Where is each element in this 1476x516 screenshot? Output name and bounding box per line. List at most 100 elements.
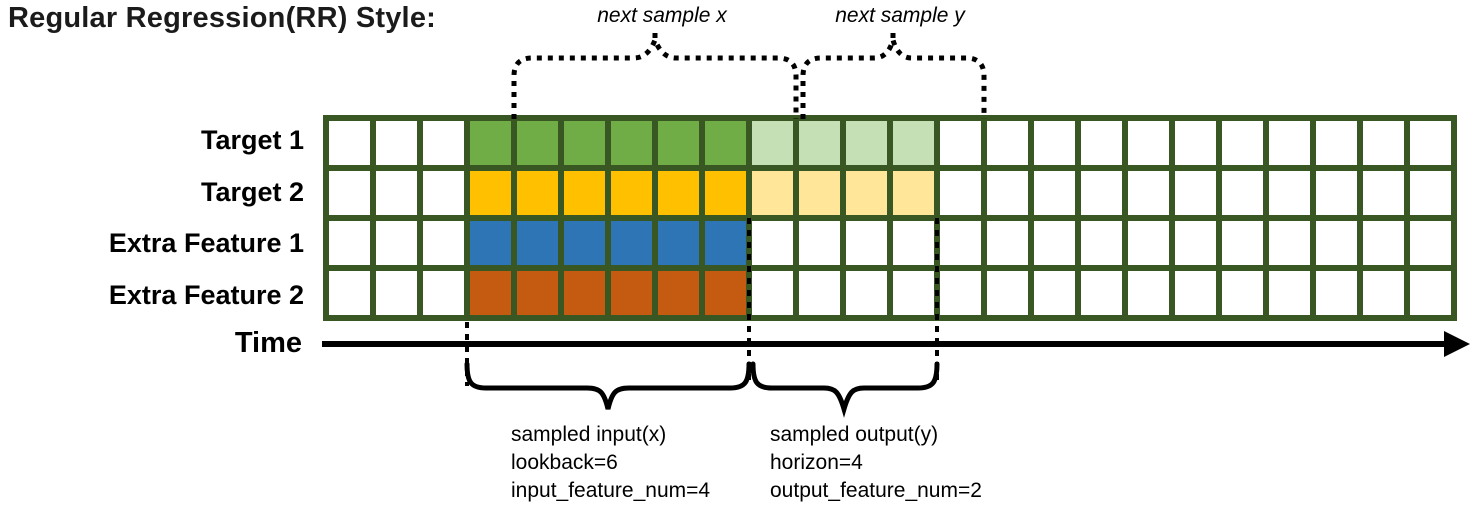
sampled-input-brace	[464, 361, 752, 410]
sampled-input-caption-line3: input_feature_num=4	[511, 479, 711, 502]
grid-cell	[517, 221, 558, 265]
grid-cell	[1269, 221, 1310, 265]
grid-cell	[987, 171, 1028, 215]
grid-cell	[1034, 221, 1075, 265]
next-sample-y-brace	[800, 27, 987, 119]
row-label-target-2: Target 2	[200, 176, 304, 207]
grid-cell	[752, 171, 793, 215]
next-sample-x-label: next sample x	[597, 4, 727, 27]
sampled-output-caption-line1: sampled output(y)	[770, 423, 939, 446]
grid-cell	[376, 171, 417, 215]
sampled-input-caption-line1: sampled input(x)	[511, 423, 667, 446]
grid-cell	[1081, 221, 1122, 265]
grid-cell	[1269, 171, 1310, 215]
grid-cell	[752, 121, 793, 165]
page-title: Regular Regression(RR) Style:	[8, 2, 436, 34]
grid-cell	[470, 171, 511, 215]
grid-cell	[940, 271, 981, 315]
grid-cell	[940, 221, 981, 265]
sampled-output-caption-line2: horizon=4	[770, 451, 863, 474]
grid-cell	[470, 271, 511, 315]
grid-cell	[1128, 171, 1169, 215]
grid-cell	[470, 121, 511, 165]
grid-cell	[658, 221, 699, 265]
grid-cell	[564, 271, 605, 315]
grid-cell	[1222, 221, 1263, 265]
grid-cell	[1410, 221, 1451, 265]
grid-cell	[799, 221, 840, 265]
grid-cell	[893, 271, 934, 315]
grid-cell	[1363, 171, 1404, 215]
grid-cell	[470, 221, 511, 265]
grid-cell	[376, 121, 417, 165]
sampled-input-caption: sampled input(x) lookback=6 input_featur…	[511, 421, 710, 505]
grid-cell	[846, 171, 887, 215]
grid-cell	[658, 121, 699, 165]
grid-cell	[1363, 271, 1404, 315]
grid-cell	[1316, 121, 1357, 165]
grid-cell	[987, 221, 1028, 265]
grid-cell	[799, 271, 840, 315]
grid-cell	[611, 271, 652, 315]
grid-cell	[846, 221, 887, 265]
grid-cell	[423, 121, 464, 165]
grid-cell	[1410, 121, 1451, 165]
grid-cell	[987, 121, 1028, 165]
grid-cell	[705, 121, 746, 165]
sampled-output-caption-line3: output_feature_num=2	[770, 479, 982, 502]
grid-cell	[893, 121, 934, 165]
sampled-output-brace	[750, 361, 940, 418]
grid-cell	[705, 221, 746, 265]
next-sample-y-label: next sample y	[835, 4, 965, 27]
grid-cell	[423, 171, 464, 215]
grid-cell	[1222, 171, 1263, 215]
grid-cell	[846, 121, 887, 165]
grid-cell	[517, 271, 558, 315]
grid-cell	[1316, 171, 1357, 215]
grid-cell	[705, 271, 746, 315]
grid-cell	[987, 271, 1028, 315]
grid-cell	[1175, 271, 1216, 315]
grid-cell	[564, 221, 605, 265]
grid-cell	[1034, 121, 1075, 165]
grid-cell	[1410, 171, 1451, 215]
grid-cell	[1081, 171, 1122, 215]
grid-cell	[517, 121, 558, 165]
grid-cell	[1175, 221, 1216, 265]
grid-cell	[1081, 121, 1122, 165]
grid-cell	[423, 271, 464, 315]
grid-cell	[376, 221, 417, 265]
grid-cell	[517, 171, 558, 215]
grid-cell	[1222, 271, 1263, 315]
grid-cell	[658, 271, 699, 315]
grid-cell	[799, 121, 840, 165]
grid-cell	[611, 121, 652, 165]
grid-cell	[705, 171, 746, 215]
sampled-output-caption: sampled output(y) horizon=4 output_featu…	[770, 421, 982, 505]
grid-cell	[564, 121, 605, 165]
next-sample-x-brace	[511, 27, 799, 119]
grid-cell	[1363, 121, 1404, 165]
grid-cell	[1222, 121, 1263, 165]
grid-cell	[611, 221, 652, 265]
grid-cell	[611, 171, 652, 215]
grid-cell	[329, 271, 370, 315]
grid-cell	[329, 121, 370, 165]
grid-cell	[1128, 221, 1169, 265]
grid-cell	[799, 171, 840, 215]
grid-cell	[1128, 271, 1169, 315]
grid-cell	[376, 271, 417, 315]
grid-cell	[1175, 171, 1216, 215]
grid-cell	[752, 221, 793, 265]
sampled-input-caption-line2: lookback=6	[511, 451, 618, 474]
time-arrow-head	[1444, 331, 1470, 357]
grid-cell	[846, 271, 887, 315]
grid-cell	[1363, 221, 1404, 265]
time-label: Time	[234, 327, 302, 359]
grid-cell	[1269, 271, 1310, 315]
grid-cell	[893, 221, 934, 265]
grid-cell	[1316, 221, 1357, 265]
row-label-target-1: Target 1	[200, 125, 304, 156]
sample-grid	[323, 115, 1457, 321]
grid-cell	[752, 271, 793, 315]
